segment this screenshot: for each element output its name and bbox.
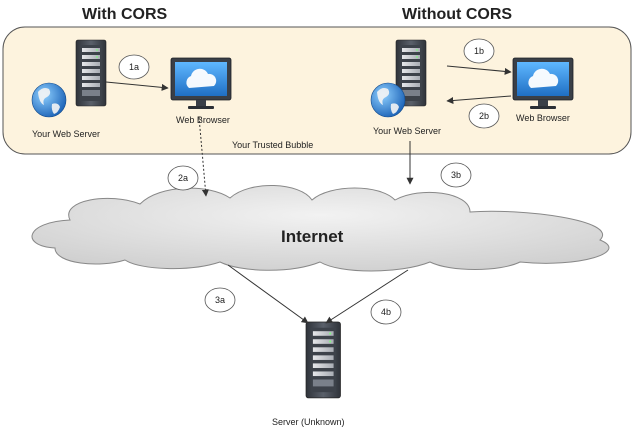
right-globe-icon [370, 82, 406, 118]
heading-without-cors: Without CORS [402, 6, 512, 23]
left-browser-label: Web Browser [176, 115, 230, 125]
right-server-label: Your Web Server [373, 126, 441, 136]
arrow-2a [198, 116, 209, 197]
step-2a: 2a [167, 165, 199, 191]
bubble-label: Your Trusted Bubble [232, 140, 313, 150]
internet-label: Internet [281, 227, 344, 246]
svg-text:4b: 4b [381, 307, 391, 317]
unknown-server-label: Server (Unknown) [272, 417, 345, 427]
unknown-server-icon [305, 321, 342, 399]
left-globe-icon [31, 82, 67, 118]
svg-text:2a: 2a [178, 173, 188, 183]
svg-text:1b: 1b [474, 46, 484, 56]
step-3b: 3b [440, 162, 472, 188]
step-3a: 3a [204, 287, 236, 313]
arrow-3a [227, 264, 309, 324]
step-1a: 1a [118, 54, 150, 80]
arrow-2b [446, 95, 512, 104]
left-server-label: Your Web Server [32, 129, 100, 139]
step-2b: 2b [468, 103, 500, 129]
left-server-icon [75, 39, 107, 107]
right-browser-label: Web Browser [516, 113, 570, 123]
arrow-1a [105, 81, 169, 91]
step-1b: 1b [463, 38, 495, 64]
svg-text:3a: 3a [215, 295, 225, 305]
arrow-4b [325, 269, 409, 324]
arrow-1b [446, 65, 512, 75]
step-4b: 4b [370, 299, 402, 325]
heading-with-cors: With CORS [82, 6, 168, 23]
svg-text:3b: 3b [451, 170, 461, 180]
svg-text:2b: 2b [479, 111, 489, 121]
svg-text:1a: 1a [129, 62, 139, 72]
internet-cloud [31, 185, 610, 272]
